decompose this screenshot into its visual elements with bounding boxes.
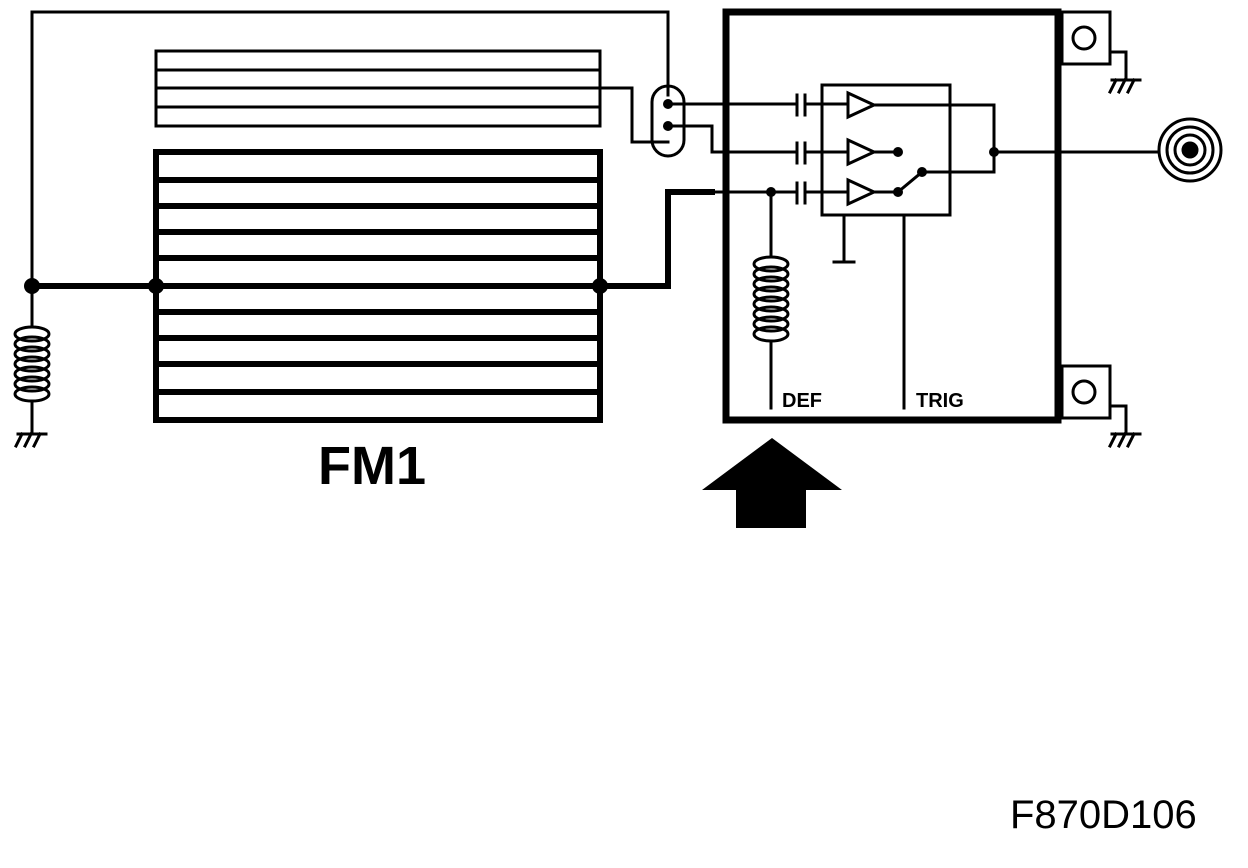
- amplifier-block: [820, 83, 952, 217]
- coupler: [650, 84, 686, 158]
- junction-dots: [24, 99, 999, 294]
- coil-icon: [13, 284, 51, 436]
- trig-label: TRIG: [916, 390, 964, 412]
- amplifier-internal-wires: [820, 102, 1160, 410]
- main-feed-line: [29, 189, 715, 289]
- coil-icon: [752, 190, 790, 410]
- def-label: DEF: [782, 390, 822, 412]
- upper-antenna-element: [154, 49, 602, 128]
- capacitor-icon: [795, 93, 824, 205]
- antenna-label: FM1: [318, 436, 426, 496]
- top-loop-wire: [30, 10, 670, 288]
- coax-connector-icon: [1157, 117, 1223, 183]
- ground-icon: [13, 431, 48, 449]
- fm1-antenna-grid: [153, 149, 603, 423]
- ground-icon: [1107, 404, 1142, 449]
- coupler-output-lines: [666, 102, 796, 194]
- mounting-tab-bottom: [1060, 364, 1112, 420]
- upper-element-feed: [598, 86, 670, 144]
- figure-code: F870D106: [1010, 793, 1197, 837]
- up-arrow-icon: [702, 438, 842, 528]
- ground-icon: [1107, 50, 1142, 95]
- amplifier-housing: [722, 8, 1062, 424]
- amplifier-triangle-icon: [846, 90, 878, 207]
- mounting-tab-top: [1060, 10, 1112, 66]
